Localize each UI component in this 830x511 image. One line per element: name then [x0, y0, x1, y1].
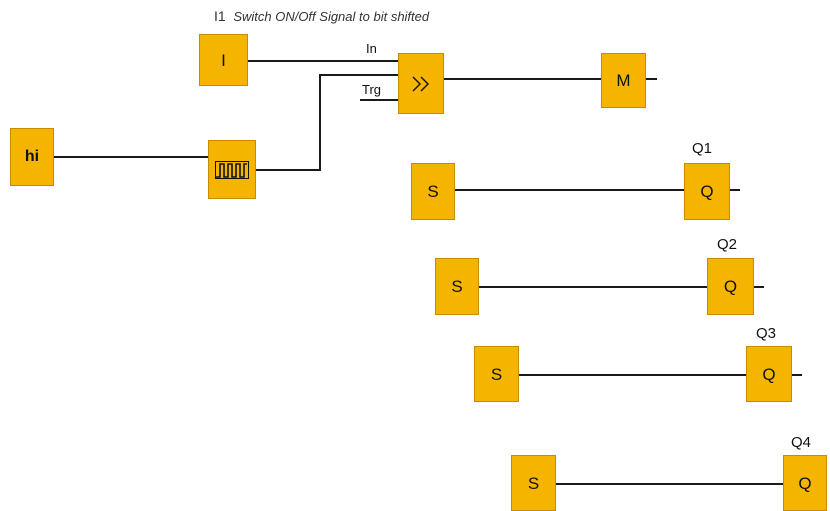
output-block-q2[interactable]: Q [707, 258, 754, 315]
wire-clock-out [256, 169, 320, 171]
wire-input-to-shift [248, 60, 398, 62]
double-chevron-right-icon [410, 74, 432, 94]
hi-block-symbol: hi [24, 148, 40, 165]
output-label-q2: Q2 [717, 236, 738, 253]
hi-block[interactable]: hi [10, 128, 54, 186]
wire-clock-riser [319, 74, 321, 171]
shift-pin-trg-label: Trg [362, 82, 382, 97]
wire-rung-2 [479, 286, 707, 288]
input-annotation: I1 Switch ON/Off Signal to bit shifted [214, 8, 429, 24]
wire-rung-3-out [792, 374, 802, 376]
set-block-symbol: S [527, 473, 540, 493]
marker-block[interactable]: M [601, 53, 646, 108]
pulse-generator-block[interactable] [208, 140, 256, 199]
input-id-label: I1 [214, 8, 226, 24]
wire-rung-1-out [730, 189, 740, 191]
output-block-symbol: Q [723, 277, 738, 296]
wire-rung-2-out [754, 286, 764, 288]
set-block-symbol: S [490, 364, 503, 384]
output-block-symbol: Q [798, 473, 812, 493]
marker-block-symbol: M [616, 71, 631, 90]
input-block-i1[interactable]: I [199, 34, 248, 86]
output-block-q3[interactable]: Q [746, 346, 792, 402]
wire-hi-to-clock [54, 156, 208, 158]
set-block-symbol: S [427, 182, 439, 201]
output-block-symbol: Q [700, 182, 714, 201]
wire-trg-stub [360, 99, 398, 101]
wire-to-trg [319, 74, 399, 76]
set-block-3[interactable]: S [474, 346, 519, 402]
pulse-generator-icon [215, 160, 249, 180]
set-block-2[interactable]: S [435, 258, 479, 315]
output-label-q4: Q4 [791, 434, 812, 451]
output-block-q1[interactable]: Q [684, 163, 730, 220]
wire-rung-3 [519, 374, 746, 376]
shift-pin-in-label: In [366, 41, 377, 56]
set-block-4[interactable]: S [511, 455, 556, 511]
wire-marker-out [646, 78, 657, 80]
wire-shift-to-marker [444, 78, 601, 80]
output-label-q3: Q3 [756, 325, 777, 342]
wire-rung-4 [556, 483, 783, 485]
shift-register-block[interactable] [398, 53, 444, 114]
output-block-q4[interactable]: Q [783, 455, 827, 511]
wire-rung-1 [455, 189, 684, 191]
input-description: Switch ON/Off Signal to bit shifted [233, 9, 430, 24]
set-block-symbol: S [451, 277, 463, 296]
output-label-q1: Q1 [692, 140, 713, 157]
set-block-1[interactable]: S [411, 163, 455, 220]
output-block-symbol: Q [762, 364, 776, 384]
input-block-symbol: I [221, 50, 226, 70]
